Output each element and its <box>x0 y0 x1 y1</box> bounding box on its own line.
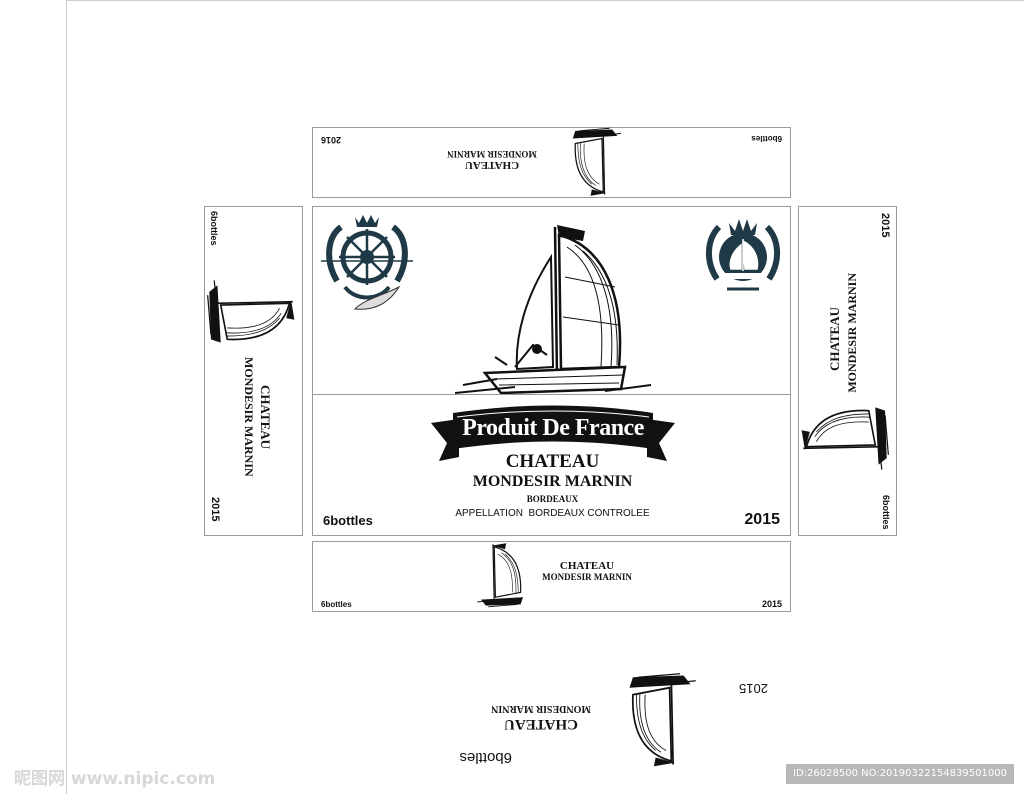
right-panel-count: 6bottles <box>881 495 891 530</box>
watermark-id: ID:26028500 NO:20190322154839501000 <box>786 764 1014 784</box>
top-flap-count: 6bottles <box>751 134 782 143</box>
top-flap-year: 2016 <box>321 135 342 145</box>
front-count: 6bottles <box>323 513 373 528</box>
sail-sketch-icon <box>616 672 704 768</box>
loose-label-name: MONDESIR MARNIN <box>491 703 591 714</box>
right-panel-name: MONDESIR MARNIN <box>845 273 859 393</box>
bottom-flap-panel: CHATEAU MONDESIR MARNIN 6bottles 2015 <box>312 541 791 612</box>
left-panel-count: 6bottles <box>209 211 219 246</box>
left-panel-name: MONDESIR MARNIN <box>242 357 256 477</box>
sail-sketch-icon <box>206 274 296 354</box>
front-appellation: APPELLATION BORDEAUX CONTROLEE <box>455 508 650 519</box>
bottom-flap-count: 6bottles <box>321 600 352 609</box>
loose-label-year: 2015 <box>739 681 768 696</box>
watermark-site: 昵图网 www.nipic.com <box>14 769 216 789</box>
front-chateau: CHATEAU <box>505 451 600 472</box>
top-flap-chateau: CHATEAU <box>464 159 520 171</box>
front-name: MONDESIR MARNIN <box>472 473 633 490</box>
left-side-panel: 6bottles MONDESIR MARNIN CHATEAU 2015 <box>204 206 303 536</box>
front-panel-top <box>312 206 791 395</box>
top-flap-name: MONDESIR MARNIN <box>447 149 537 159</box>
front-region: BORDEAUX <box>526 494 579 504</box>
right-panel-year: 2015 <box>879 213 891 238</box>
right-side-panel: 2015 CHATEAU MONDESIR MARNIN 6bottles <box>798 206 897 536</box>
loose-label: 2015 CHATEAU MONDESIR MARNIN 6bottles <box>430 672 770 768</box>
front-panel-bottom: Produit De France CHATEAU MONDESIR MARNI… <box>312 394 791 536</box>
sail-sketch-icon <box>800 394 890 478</box>
bottom-flap-year: 2015 <box>761 599 782 609</box>
top-flap-panel: 6bottles 2016 CHATEAU MONDESIR MARNIN <box>312 127 791 198</box>
ribbon-text: Produit De France <box>462 415 644 441</box>
sail-sketch-icon <box>560 127 630 197</box>
ribbon-banner: Produit De France <box>429 405 677 463</box>
loose-label-chateau: CHATEAU <box>504 716 578 732</box>
bottom-flap-chateau: CHATEAU <box>559 560 615 572</box>
right-panel-chateau: CHATEAU <box>827 307 842 372</box>
ship-crest-icon <box>703 213 783 299</box>
left-panel-chateau: CHATEAU <box>258 385 273 450</box>
outer-frame <box>66 0 1024 794</box>
left-panel-year: 2015 <box>209 497 221 522</box>
front-year: 2015 <box>744 511 780 528</box>
top-flap-content: 6bottles 2016 CHATEAU MONDESIR MARNIN <box>313 127 790 197</box>
helm-crest-icon <box>319 211 415 321</box>
bottom-flap-name: MONDESIR MARNIN <box>542 572 632 582</box>
loose-label-count: 6bottles <box>459 749 512 766</box>
sailing-ship-icon <box>455 217 655 397</box>
